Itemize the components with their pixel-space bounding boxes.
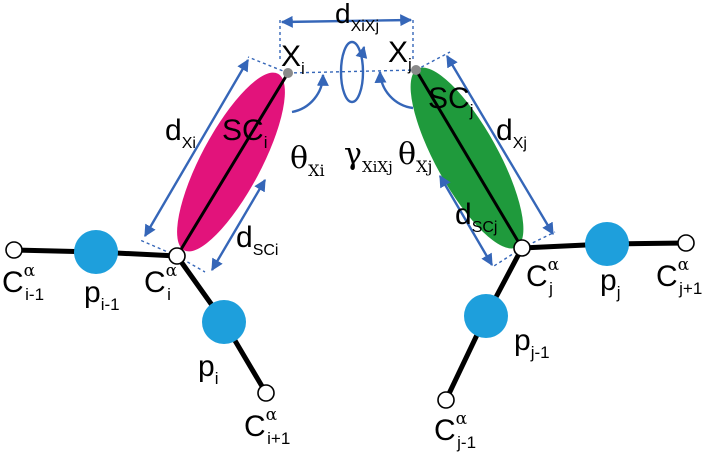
- label-sc-j: SCj: [428, 82, 473, 120]
- dsci-guide: [176, 255, 206, 273]
- dxj-arrow: [445, 54, 555, 236]
- label-d-xj: dXj: [496, 114, 527, 152]
- label-d-sci: dSCi: [236, 221, 278, 259]
- calpha-i+1: [257, 384, 275, 402]
- dxi-guide-top: [247, 56, 289, 74]
- angle-arcs: [291, 40, 414, 114]
- gamma-torsion-ellipse: [339, 40, 365, 104]
- xj-point: [411, 65, 421, 75]
- label-d-scj: dSCj: [455, 198, 497, 236]
- label-d-xi: dXi: [165, 114, 196, 152]
- label-theta-xi: θXi: [290, 141, 325, 180]
- dimension-arrows: [143, 14, 555, 272]
- dsci-arrow: [210, 178, 267, 272]
- label-p-j-1: pj-1: [514, 324, 550, 362]
- peptide-pi: [202, 300, 246, 344]
- calpha-i-1: [5, 241, 23, 259]
- calpha-j-1: [437, 391, 455, 409]
- peptide-pi-1: [74, 230, 118, 274]
- dscj-arrow: [438, 174, 494, 267]
- label-gamma-xixj: γXiXj: [344, 137, 393, 176]
- gamma-torsion-arrow: [355, 45, 368, 59]
- dxi-arrow: [143, 58, 250, 238]
- dxixj-arrow: [280, 14, 413, 28]
- xi-xj-dashed-line: [287, 69, 417, 74]
- label-x-j: Xj: [388, 36, 412, 74]
- dxj-guide-top: [415, 51, 451, 71]
- label-theta-xj: θXj: [398, 137, 432, 176]
- label-sc-i: SCi: [222, 114, 267, 152]
- theta-xj-arc: [374, 70, 414, 110]
- calpha-j: [513, 239, 531, 257]
- backbone-bonds: [11, 240, 689, 403]
- alpha-carbons: [5, 234, 695, 409]
- label-x-i: Xi: [281, 40, 305, 78]
- peptide-pj-1: [464, 294, 508, 338]
- side-chain-i-axis: [175, 72, 290, 257]
- label-p-i: pi: [198, 350, 218, 388]
- theta-xi-arc: [291, 73, 329, 114]
- peptide-groups: [74, 222, 629, 344]
- label-p-j: pj: [600, 264, 620, 302]
- xi-point: [283, 68, 293, 78]
- label-d-xixj: dXiXj: [335, 0, 379, 35]
- peptide-pj: [585, 222, 629, 266]
- calpha-i: [168, 247, 186, 265]
- calpha-j+1: [677, 234, 695, 252]
- label-p-i-1: pi-1: [84, 276, 120, 314]
